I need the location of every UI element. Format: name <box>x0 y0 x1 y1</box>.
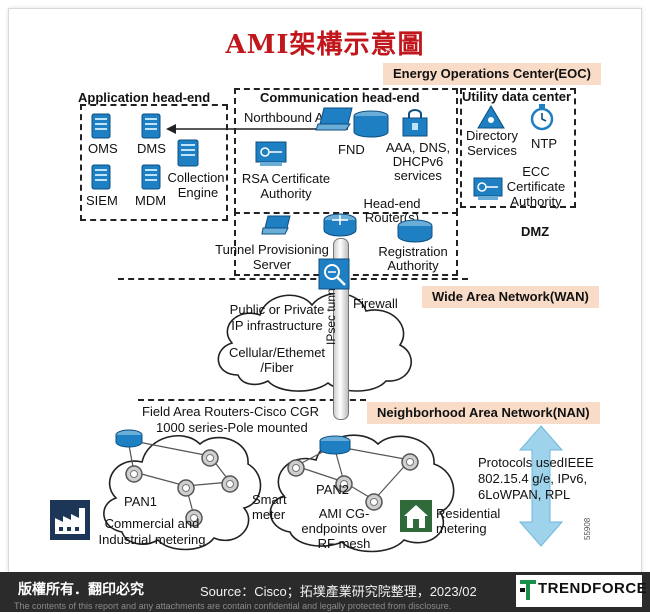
banner-nan: Neighborhood Area Network(NAN) <box>367 402 600 424</box>
residential-house-icon <box>400 500 432 532</box>
section-utility-dc: Utility data center <box>462 89 572 104</box>
trendforce-wordmark: TRENDFORCE <box>538 580 648 597</box>
pan1-meter-icon-3 <box>177 479 195 497</box>
tunnel-laptop-icon <box>261 215 291 235</box>
aaa-label-1: AAA, DNS, <box>385 140 451 155</box>
protocols-label-1: Protocols usedIEEE <box>478 455 594 470</box>
aaa-lock-icon <box>402 109 428 137</box>
dms-server-icon <box>141 113 161 139</box>
footer-disclaimer: The contents of this report and any atta… <box>14 601 452 611</box>
dms-label: DMS <box>137 141 166 156</box>
wan-cloud <box>217 292 412 392</box>
registration-label-1: Registration <box>378 244 448 259</box>
pan2-meter-icon-1 <box>287 459 305 477</box>
nan-separator <box>138 399 366 401</box>
directory-services-icon <box>477 105 505 129</box>
collection-label-1: Collection <box>167 170 225 185</box>
ci-label-1: Commercial and <box>104 516 200 531</box>
residential-label-1: Residential <box>436 506 501 521</box>
ecc-label-1: ECC <box>522 164 550 179</box>
firewall-label: Firewall <box>353 296 398 311</box>
registration-label-2: Authority <box>387 258 439 273</box>
siem-server-icon <box>91 164 111 190</box>
ntp-clock-icon <box>530 104 554 131</box>
pan1-label: PAN1 <box>124 494 157 509</box>
oms-server-icon <box>91 113 111 139</box>
ecc-label-2: Certificate <box>506 179 566 194</box>
pan1-meter-icon-2 <box>201 449 219 467</box>
pan1-meter-icon-4 <box>221 475 239 493</box>
pan2-meter-icon-3 <box>401 453 419 471</box>
banner-eoc: Energy Operations Center(EOC) <box>383 63 601 85</box>
pan1-meter-icon-1 <box>125 465 143 483</box>
protocols-label-3: 6LoWPAN, RPL <box>478 487 571 502</box>
oms-label: OMS <box>88 141 118 156</box>
diagram-title: AMI架構示意圖 <box>225 30 425 60</box>
pan1-meter-icon-5 <box>185 509 203 527</box>
registration-router-icon <box>397 219 433 243</box>
rsa-label-2: Authority <box>260 186 312 201</box>
trendforce-logo <box>516 575 642 607</box>
headend-router-icon <box>323 213 357 237</box>
pan2-meter-icon-4 <box>365 493 383 511</box>
comm-headend-box <box>234 88 458 214</box>
protocols-double-arrow-icon <box>518 425 564 547</box>
utility-dc-box <box>460 88 576 208</box>
wan-separator <box>118 278 468 280</box>
wan-cell-label-2: /Fiber <box>260 360 294 375</box>
wan-public-label-1: Public or Private <box>229 302 325 317</box>
footer-rights: 版權所有．翻印必究 <box>18 581 144 597</box>
siem-label: SIEM <box>86 193 118 208</box>
residential-label-2: metering <box>436 521 487 536</box>
ami-label-2: endpoints over <box>301 521 387 536</box>
ami-label-1: AMI CG- <box>318 506 370 521</box>
far-label-1: Field Area Routers-Cisco CGR <box>142 404 319 419</box>
firewall-icon <box>318 258 350 290</box>
section-comm-headend: Communication head-end <box>260 90 420 105</box>
collection-engine-server-icon <box>177 139 199 167</box>
wan-public-label-2: IP infrastructure <box>231 318 323 333</box>
pan2-meter-icon-2 <box>335 475 353 493</box>
pan1-router-icon <box>115 429 143 448</box>
diagram-code: 55908 <box>583 517 592 540</box>
aaa-label-3: services <box>394 168 442 183</box>
smart-meter-label-2: meter <box>252 507 286 522</box>
app-headend-box <box>80 104 228 221</box>
trendforce-mark-icon <box>520 580 536 600</box>
footer-source: Source：Cisco；拓墣產業研究院整理，2023/02 <box>200 584 477 599</box>
rsa-label-1: RSA Certificate <box>241 171 331 186</box>
mdm-label: MDM <box>135 193 167 208</box>
protocols-label-2: 802.15.4 g/e, IPv6, <box>478 471 588 486</box>
pan2-label: PAN2 <box>316 482 349 497</box>
rsa-certificate-icon <box>255 141 287 166</box>
tunnel-label-2: Server <box>252 257 292 272</box>
wan-cell-label-1: Cellular/Ethemet <box>228 345 326 360</box>
banner-wan: Wide Area Network(WAN) <box>422 286 599 308</box>
northbound-api-label: Northbound API <box>244 110 336 125</box>
collection-label-2: Engine <box>177 185 219 200</box>
directory-label-2: Services <box>467 143 517 158</box>
directory-label-1: Directory <box>465 128 518 143</box>
tunnel-label-1: Tunnel Provisioning <box>215 242 329 257</box>
ecc-certificate-icon <box>473 177 503 200</box>
section-dmz: DMZ <box>521 224 550 239</box>
fnd-label: FND <box>338 142 365 157</box>
ecc-label-3: Authority <box>510 194 562 209</box>
ci-label-2: Industrial metering <box>98 532 206 547</box>
pan2-router-icon <box>319 435 351 455</box>
mdm-server-icon <box>141 164 161 190</box>
ami-label-3: RF mesh <box>317 536 371 551</box>
section-app-headend: Application head-end <box>78 90 211 105</box>
ntp-label: NTP <box>531 136 557 151</box>
northbound-laptop-icon <box>315 107 353 131</box>
headend-label-1: Head-end <box>363 196 421 211</box>
factory-icon <box>50 500 90 540</box>
aaa-label-2: DHCPv6 <box>392 154 444 169</box>
smart-meter-label-1: Smart <box>252 492 287 507</box>
far-label-2: 1000 series-Pole mounted <box>156 420 308 435</box>
fnd-database-icon <box>353 110 389 138</box>
